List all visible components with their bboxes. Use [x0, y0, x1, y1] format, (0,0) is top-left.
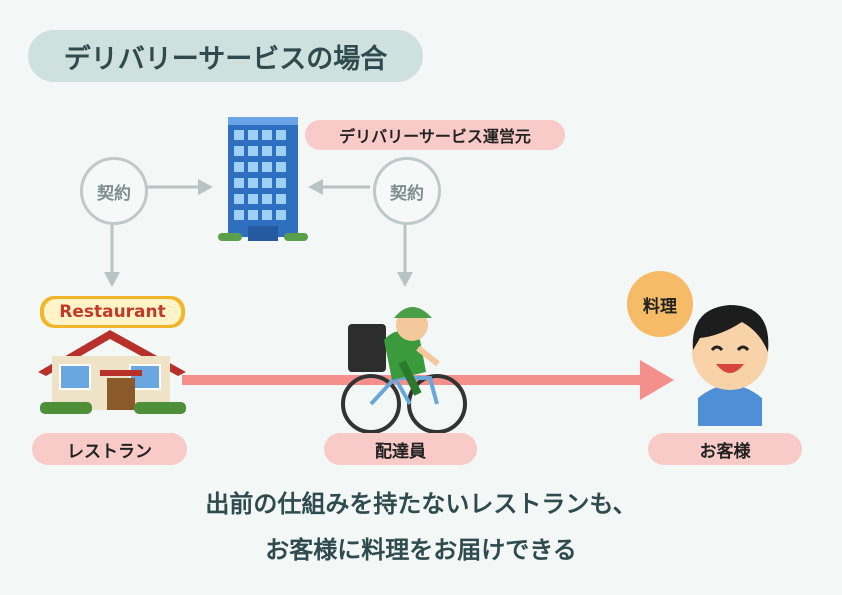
ryori-badge: 料理 — [627, 271, 693, 337]
contract-arrows — [104, 179, 413, 287]
office-building-icon — [218, 117, 308, 241]
customer-label: お客様 — [648, 433, 802, 465]
caption-line-2: お客様に料理をお届けできる — [265, 536, 577, 564]
contract-badge-left: 契約 — [80, 157, 148, 225]
driver-label: 配達員 — [324, 433, 477, 465]
contract-badge-right: 契約 — [373, 157, 441, 225]
page-title: デリバリーサービスの場合 — [28, 30, 423, 82]
restaurant-icon — [38, 296, 186, 414]
restaurant-sign-text: Restaurant — [59, 302, 166, 322]
customer-icon — [692, 305, 769, 426]
operator-label: デリバリーサービス運営元 — [305, 120, 565, 150]
caption-line-1: 出前の仕組みを持たないレストランも、 — [205, 490, 637, 518]
restaurant-label: レストラン — [32, 433, 187, 465]
delivery-driver-icon — [341, 307, 467, 434]
